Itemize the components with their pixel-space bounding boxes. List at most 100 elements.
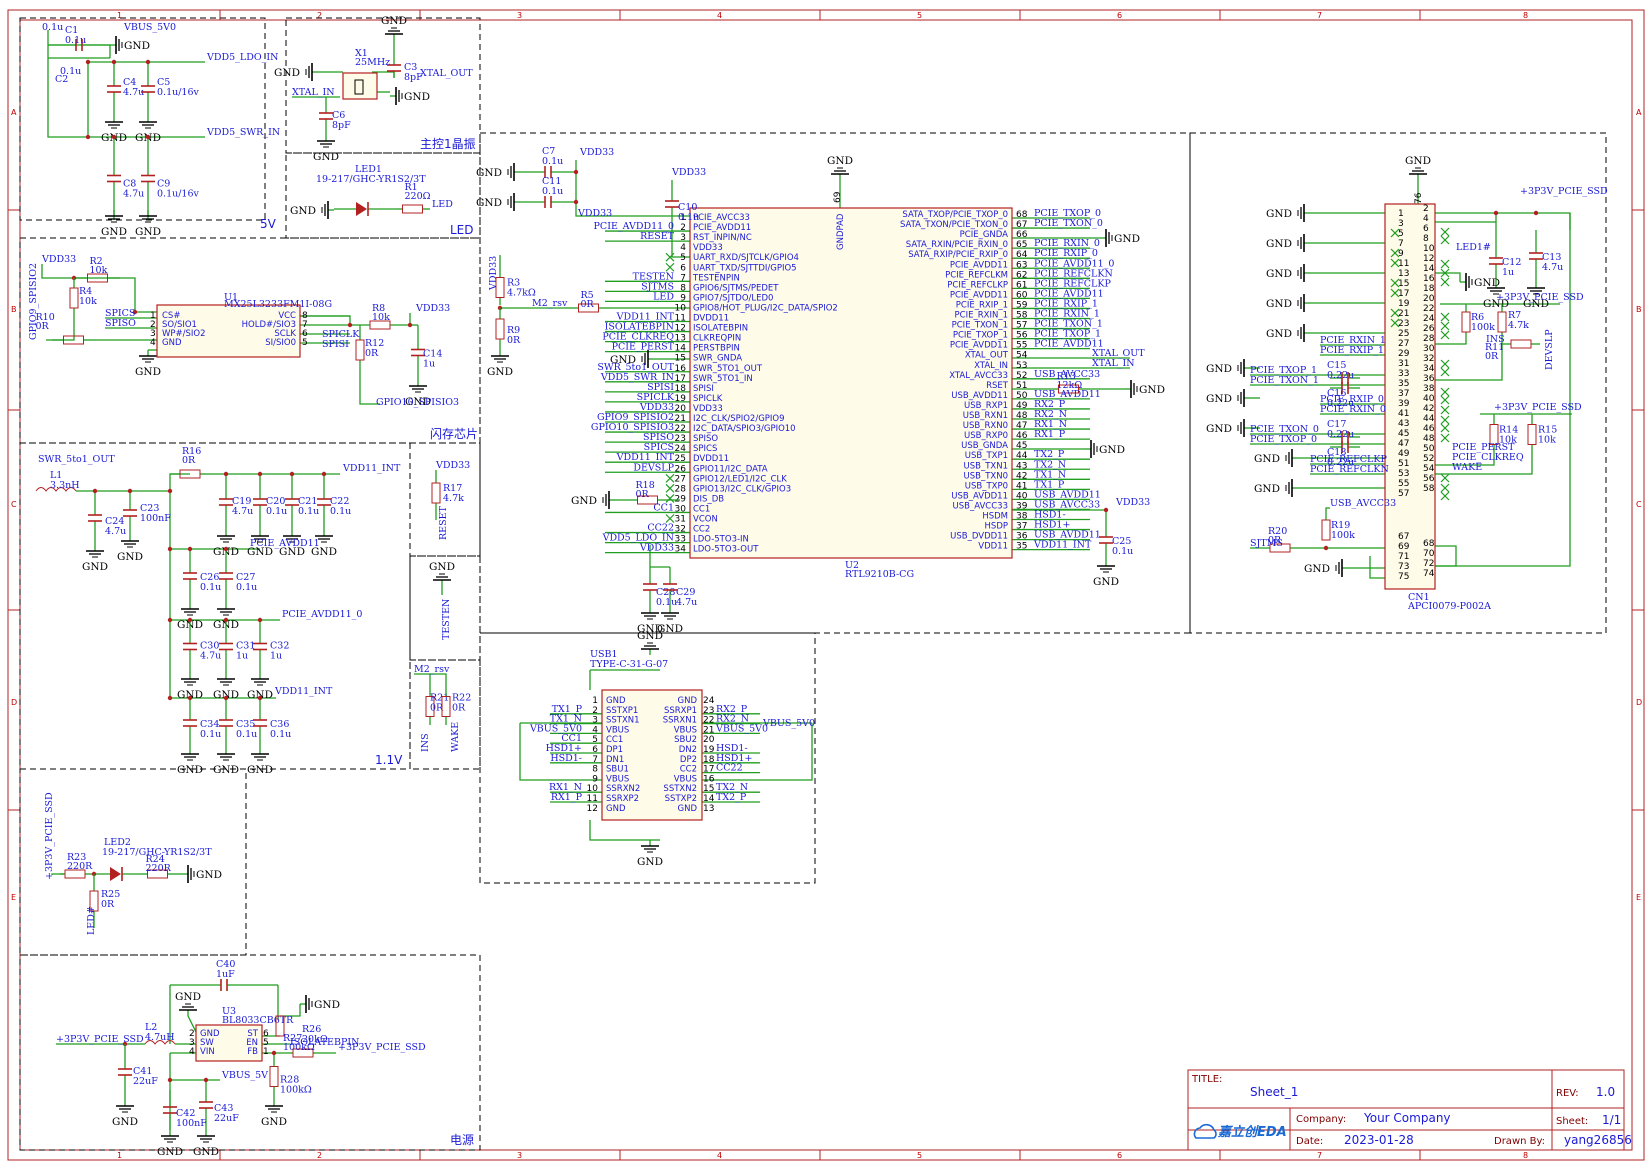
pin-name: PCIE_AVDD11 <box>950 341 1008 351</box>
ref-designator: R6 <box>1471 312 1484 323</box>
component-value: 1u <box>270 651 282 662</box>
ref-designator: C21 <box>298 496 317 507</box>
pin-number: 19 <box>675 394 687 404</box>
pin-number: 3 <box>592 716 598 726</box>
pin-number: 61 <box>1016 280 1027 290</box>
pin-number: 46 <box>1423 424 1435 434</box>
ref-designator: R17 <box>443 483 462 494</box>
ref-designator: C32 <box>270 641 289 652</box>
pin-number: 33 <box>675 535 686 545</box>
net-label: PCIE_RXIN_1 <box>1320 335 1386 346</box>
pin-name: XTAL_IN <box>974 361 1008 371</box>
net-label: VDD33 <box>577 208 612 219</box>
pin-number: 42 <box>1016 471 1027 481</box>
pin-name: HSDM <box>982 512 1008 522</box>
component-value: 4.7u <box>676 597 697 608</box>
gpio9-label: GPIO9_SPISIO2 <box>28 263 39 340</box>
no-connect-mark <box>1440 405 1450 415</box>
pin-number: 8 <box>592 765 598 775</box>
junction-dot <box>85 59 91 65</box>
pin-number: 27 <box>1398 339 1409 349</box>
net-label: USB_AVDD11 <box>1034 489 1101 500</box>
gnd-label: GND <box>135 226 161 238</box>
gnd-label: GND <box>213 689 239 701</box>
net-label: GPIO10_SPISIO3 <box>376 397 459 408</box>
no-connect-mark <box>1390 258 1400 268</box>
pin-number: 51 <box>1398 459 1409 469</box>
component-value: 0R <box>452 703 466 714</box>
pin-number: 45 <box>1398 429 1409 439</box>
ground-symbol: GND <box>637 607 663 635</box>
net-label: PCIE_RXIN_0 <box>1034 238 1100 249</box>
pin-name: SWR_GNDA <box>693 354 742 364</box>
pin-number: 25 <box>1398 329 1409 339</box>
column-marker: 5 <box>917 1151 922 1160</box>
junction-dot <box>145 59 151 65</box>
pin-name: VBUS <box>606 725 629 735</box>
pin-number: 2 <box>680 223 686 233</box>
no-connect-mark <box>1390 288 1400 298</box>
pin-number: 17 <box>675 374 686 384</box>
pin-name: PERSTBPIN <box>693 344 740 354</box>
component-value: 0.1u <box>200 582 221 593</box>
gnd-label: GND <box>157 1146 183 1158</box>
net-labels: VBUS_5V0VDD5_LDO_INVDD5_SWR_INXTAL_OUTXT… <box>28 22 1608 1081</box>
gnd-label: GND <box>1254 453 1280 465</box>
pin-number: 23 <box>675 434 686 444</box>
component-value: 8pF <box>332 120 351 131</box>
pin-name: DN2 <box>679 745 697 755</box>
net-label: M2_rsv <box>532 298 568 309</box>
junction-dot <box>187 546 193 552</box>
ground-symbol: GND <box>279 530 305 558</box>
pin-number: 64 <box>1016 250 1028 260</box>
pin-number: 52 <box>1016 371 1027 381</box>
junction-dot <box>111 59 117 65</box>
net-label: PCIE_AVDD11_0 <box>282 609 362 620</box>
pin-number: 36 <box>1016 532 1028 542</box>
pin-name: SSTXN1 <box>606 716 640 726</box>
component-value: 4.7uH <box>145 1032 175 1043</box>
gnd-label: GND <box>314 999 340 1011</box>
ref-designator: R11 <box>1485 342 1504 353</box>
junction-dot <box>187 617 193 623</box>
ground-symbol: GND <box>637 840 663 868</box>
ground-symbol: GND <box>1266 264 1310 282</box>
pin-number: 37 <box>1016 522 1027 532</box>
pin-number: 2 <box>189 1029 195 1039</box>
no-connect-mark <box>665 514 675 523</box>
pin-number: 43 <box>1398 419 1409 429</box>
ref-designator: C25 <box>1112 536 1131 547</box>
pin-number: 54 <box>1423 464 1435 474</box>
pin-number: 23 <box>703 706 714 716</box>
pin-name: PCIE_GNDA <box>960 230 1009 240</box>
capacitor-c9: C90.1u/16v <box>141 137 200 220</box>
pin-number: 3 <box>680 233 686 243</box>
component-value: 0.1u <box>200 729 221 740</box>
component-value: 22uF <box>133 1076 158 1087</box>
block-zone <box>285 17 481 154</box>
pin-number: 9 <box>592 774 598 784</box>
pin-number: 19 <box>703 745 715 755</box>
junction-dot <box>223 695 229 701</box>
pin-number: 72 <box>1423 559 1434 569</box>
net-label: TX2_P <box>716 792 747 803</box>
net-label: SPICLK <box>322 329 360 340</box>
pin-number: 53 <box>1016 361 1027 371</box>
pin-number: 16 <box>675 364 687 374</box>
gnd-label: GND <box>1266 208 1292 220</box>
inductor-l1: L13.3nH <box>35 470 80 492</box>
net-label: DEVSLP <box>633 462 674 473</box>
pin-name: GND <box>678 696 698 706</box>
ref-designator: C26 <box>200 572 219 583</box>
column-marker: 7 <box>1317 11 1322 20</box>
pin-number: 30 <box>1423 344 1435 354</box>
